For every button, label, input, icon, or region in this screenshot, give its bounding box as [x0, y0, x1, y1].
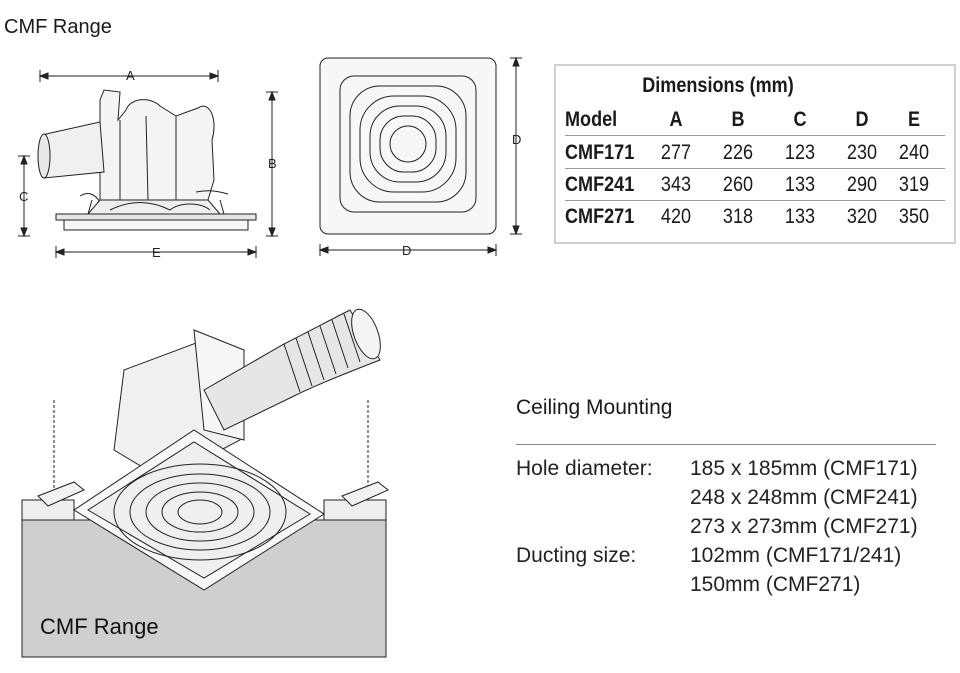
ceiling-installation-illustration	[21, 308, 389, 658]
column-header: A	[669, 108, 683, 131]
column-header: C	[793, 108, 807, 131]
table-cell: 290	[846, 173, 878, 196]
table-cell: 133	[784, 173, 816, 196]
hole-diameter-value: 248 x 248mm (CMF241)	[690, 486, 918, 509]
table-cell: 343	[660, 173, 692, 196]
hole-diameter-label: Hole diameter:	[516, 457, 653, 480]
side-elevation-diagram: A B C E	[18, 68, 278, 260]
table-cell: 277	[660, 141, 692, 164]
ceiling-mounting-heading: Ceiling Mounting	[516, 396, 673, 419]
dimensions-table-title: Dimensions (mm)	[642, 74, 794, 97]
table-divider	[565, 200, 945, 201]
table-cell: 350	[898, 205, 930, 228]
table-cell: 320	[846, 205, 878, 228]
table-row: CMF271 420 318 133 320 350	[565, 201, 935, 229]
column-header: Model	[565, 108, 618, 131]
table-cell: CMF171	[565, 141, 635, 164]
table-row: CMF171 277 226 123 230 240	[565, 137, 935, 165]
hole-diameter-value: 185 x 185mm (CMF171)	[690, 457, 918, 480]
table-cell: 226	[722, 141, 754, 164]
table-divider	[565, 168, 945, 169]
page-title: CMF Range	[4, 16, 112, 38]
column-header: E	[907, 108, 921, 131]
column-header: D	[855, 108, 869, 131]
table-cell: 123	[784, 141, 816, 164]
table-cell: CMF241	[565, 173, 635, 196]
dim-label-c: C	[19, 189, 28, 204]
table-cell: 240	[898, 141, 930, 164]
illustration-caption: CMF Range	[40, 614, 159, 639]
table-row: CMF241 343 260 133 290 319	[565, 169, 935, 197]
dim-label-d-right: D	[512, 132, 521, 147]
dim-label-e: E	[152, 245, 161, 260]
grille-front-diagram: D D	[318, 56, 522, 258]
dimensions-table-frame	[554, 64, 956, 244]
hole-diameter-value: 273 x 273mm (CMF271)	[690, 515, 918, 538]
dim-label-d-bottom: D	[402, 243, 411, 258]
ducting-size-value: 102mm (CMF171/241)	[690, 544, 902, 567]
column-header: B	[731, 108, 745, 131]
table-cell: 260	[722, 173, 754, 196]
table-cell: 319	[898, 173, 930, 196]
table-cell: 420	[660, 205, 692, 228]
table-cell: 318	[722, 205, 754, 228]
ducting-size-value: 150mm (CMF271)	[690, 573, 861, 596]
table-cell: CMF271	[565, 205, 635, 228]
dim-label-b: B	[268, 156, 277, 171]
ducting-size-label: Ducting size:	[516, 544, 637, 567]
section-divider	[516, 444, 936, 445]
table-cell: 230	[846, 141, 878, 164]
table-cell: 133	[784, 205, 816, 228]
dim-label-a: A	[126, 68, 135, 83]
dimensions-table-header: Model A B C D E	[565, 104, 935, 132]
table-divider	[565, 135, 945, 136]
